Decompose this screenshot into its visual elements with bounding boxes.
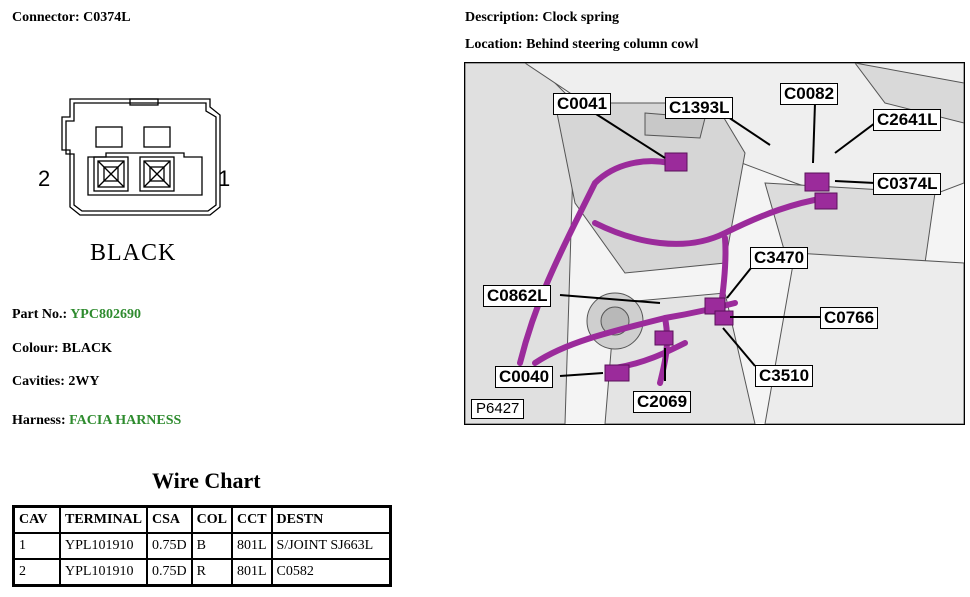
dashboard-illustration (465, 63, 964, 424)
cavities-value: 2WY (68, 374, 100, 389)
cell-cav: 2 (12, 558, 61, 587)
connector-label: Connector: C0374L (12, 10, 131, 25)
cavities-field: Cavities: 2WY (12, 374, 100, 389)
cell-csa: 0.75D (146, 532, 193, 560)
location-field: Location: Behind steering column cowl (465, 37, 699, 52)
part-number: Part No.: YPC802690 (12, 307, 141, 322)
connector-colour-caption: BLACK (90, 240, 177, 266)
callout-c0040: C0040 (495, 366, 554, 388)
colour-field: Colour: BLACK (12, 341, 112, 356)
part-number-value: YPC802690 (70, 307, 141, 322)
location-photo: C0041 C1393L C0082 C2641L C0374L C3470 C… (464, 62, 965, 425)
callout-c2641l: C2641L (873, 109, 942, 131)
colour-value: BLACK (62, 341, 112, 356)
cell-cav: 1 (12, 532, 61, 560)
pin-number-1: 1 (218, 166, 231, 191)
harness-value: FACIA HARNESS (69, 413, 182, 428)
cell-cct: 801L (230, 532, 273, 560)
cell-cct: 801L (230, 558, 273, 587)
wire-chart-header-row: CAV TERMINAL CSA COL CCT DESTN (12, 505, 392, 534)
header-cell: TERMINAL (58, 505, 149, 534)
pin-number-2: 2 (38, 166, 51, 191)
cell-col: B (190, 532, 233, 560)
wire-chart-table: CAV TERMINAL CSA COL CCT DESTN 1 YPL1019… (12, 505, 392, 587)
callout-c0374l: C0374L (873, 173, 942, 195)
callout-c3470: C3470 (750, 247, 809, 269)
callout-c0041: C0041 (553, 93, 612, 115)
callout-c0082: C0082 (780, 83, 839, 105)
callout-c1393l: C1393L (665, 97, 734, 119)
cell-terminal: YPL101910 (58, 532, 149, 560)
callout-c0766: C0766 (820, 307, 879, 329)
table-row: 1 YPL101910 0.75D B 801L S/JOINT SJ663L (12, 532, 392, 560)
header-cell: CCT (230, 505, 273, 534)
header-cell: CAV (12, 505, 61, 534)
table-row: 2 YPL101910 0.75D R 801L C0582 (12, 558, 392, 587)
callout-c3510: C3510 (755, 365, 814, 387)
header-cell: COL (190, 505, 233, 534)
header-cell: DESTN (270, 505, 392, 534)
location-value: Behind steering column cowl (526, 37, 699, 52)
cell-destn: C0582 (270, 558, 392, 587)
cell-destn: S/JOINT SJ663L (270, 532, 392, 560)
description-field: Description: Clock spring (465, 10, 620, 25)
description-value: Clock spring (542, 10, 620, 25)
cell-terminal: YPL101910 (58, 558, 149, 587)
cell-csa: 0.75D (146, 558, 193, 587)
callout-c0862l: C0862L (483, 285, 552, 307)
wire-chart-title: Wire Chart (152, 468, 261, 493)
connector-value: C0374L (83, 10, 131, 25)
header-cell: CSA (146, 505, 193, 534)
figure-id: P6427 (471, 399, 525, 419)
cell-col: R (190, 558, 233, 587)
callout-c2069: C2069 (633, 391, 692, 413)
harness-field: Harness: FACIA HARNESS (12, 413, 182, 428)
connector-face-diagram (61, 98, 221, 216)
